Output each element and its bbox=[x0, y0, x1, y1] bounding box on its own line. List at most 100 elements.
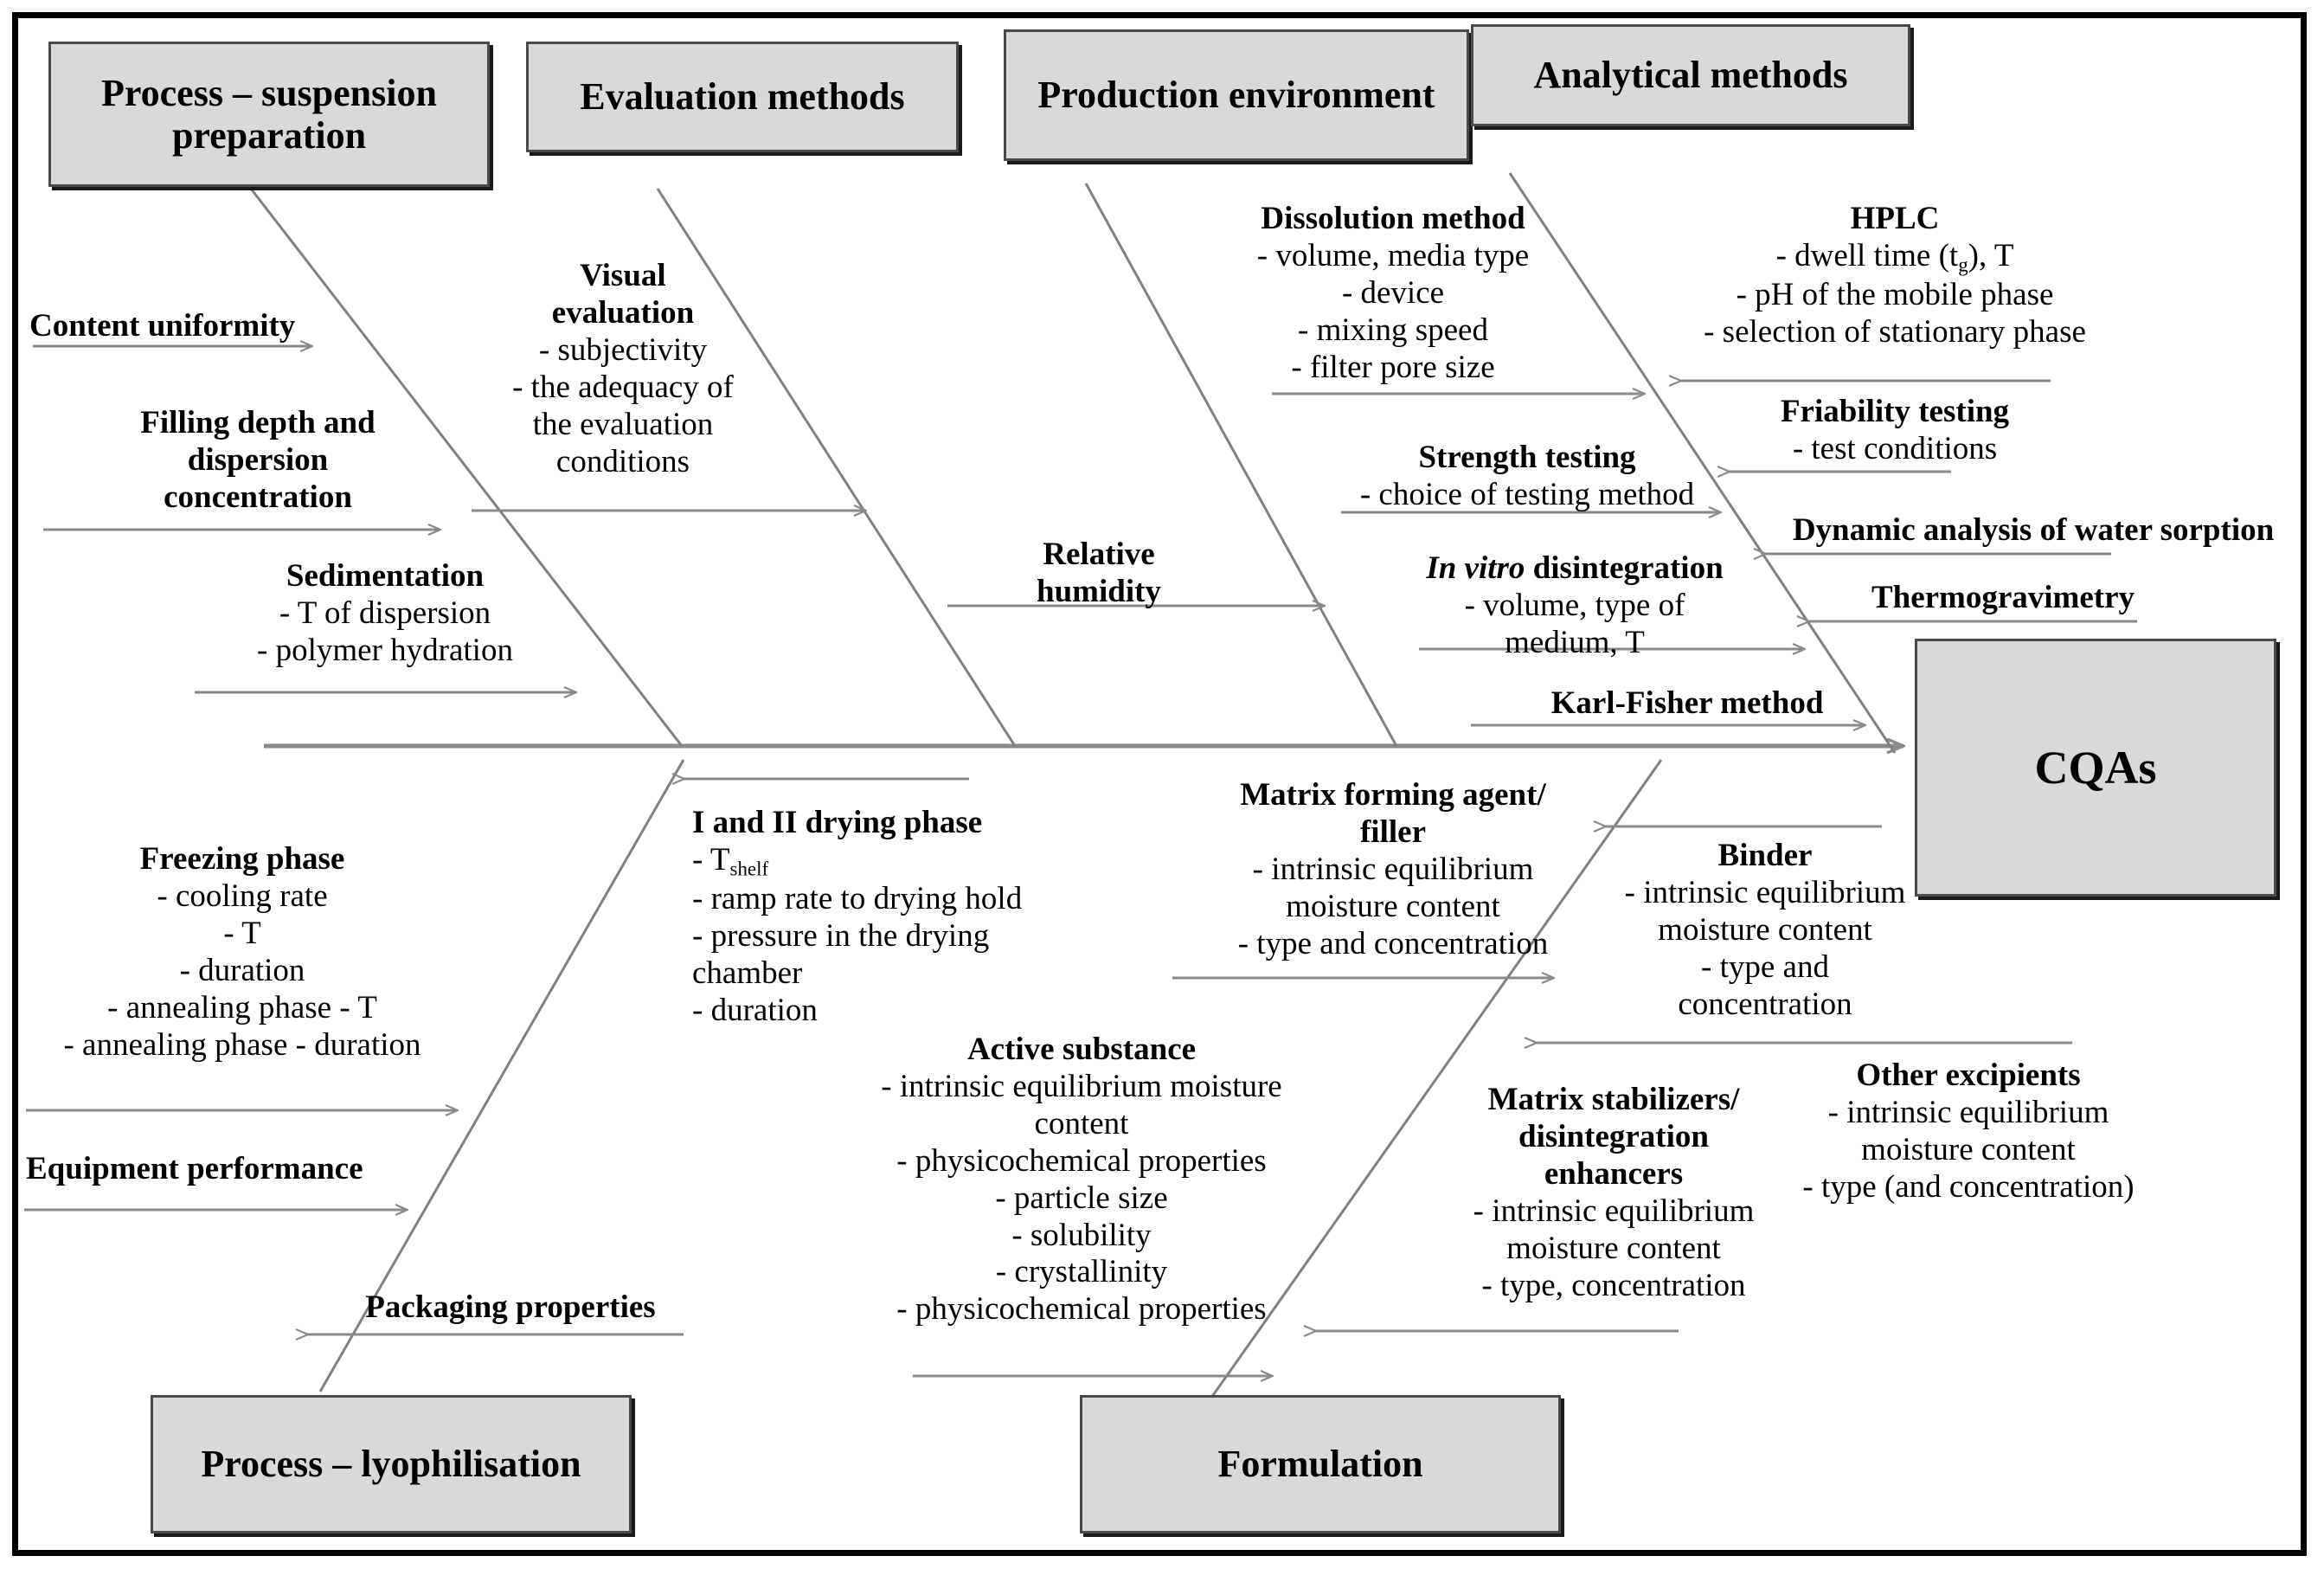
cause-dynamic-water-sorption: Dynamic analysis of water sorption bbox=[1756, 512, 2310, 550]
cause-line-drying-phase-2: chamber bbox=[692, 955, 803, 991]
cause-line-binder-2: - type and bbox=[1701, 948, 1829, 985]
cause-head-visual-evaluation-l2: evaluation bbox=[551, 294, 695, 331]
cause-head-hplc: HPLC bbox=[1850, 201, 1940, 236]
category-box-analytical-methods[interactable]: Analytical methods bbox=[1471, 24, 1910, 126]
cause-hplc-dwell-post: ), T bbox=[1968, 237, 2014, 273]
cause-head-matrix-stabilizers-l2: disintegration bbox=[1518, 1118, 1709, 1154]
cause-line-other-excipients-1: moisture content bbox=[1861, 1131, 2076, 1167]
cause-line-matrix-forming-agent-0: - intrinsic equilibrium bbox=[1252, 851, 1534, 887]
cause-line-sedimentation-0: - T of dispersion bbox=[279, 595, 491, 631]
cause-line-active-substance-4: - solubility bbox=[1011, 1217, 1152, 1253]
cause-line-other-excipients-0: - intrinsic equilibrium bbox=[1827, 1094, 2109, 1130]
cause-line-active-substance-3: - particle size bbox=[995, 1180, 1168, 1216]
cause-hplc: HPLC - dwell time (tg), T - pH of the mo… bbox=[1679, 201, 2111, 351]
cause-head-equipment-performance: Equipment performance bbox=[26, 1151, 363, 1186]
cause-head-other-excipients: Other excipients bbox=[1856, 1058, 2081, 1093]
cause-line-binder-0: - intrinsic equilibrium bbox=[1624, 874, 1906, 910]
category-box-production-environment[interactable]: Production environment bbox=[1004, 29, 1469, 161]
cause-head-filling-depth-l1: Filling depth and bbox=[140, 405, 376, 440]
cause-visual-evaluation: Visual evaluation - subjectivity - the a… bbox=[480, 258, 766, 480]
category-box-evaluation-methods[interactable]: Evaluation methods bbox=[526, 42, 959, 152]
cause-head-packaging-properties: Packaging properties bbox=[365, 1289, 656, 1325]
cause-head-relative-humidity-l2: humidity bbox=[1037, 573, 1161, 609]
cause-head-matrix-stabilizers-l1: Matrix stabilizers/ bbox=[1487, 1082, 1740, 1117]
cause-line-active-substance-5: - crystallinity bbox=[995, 1254, 1168, 1290]
cause-line-drying-phase-tshelf: - Tshelf bbox=[692, 842, 1056, 881]
cause-line-freezing-phase-3: - annealing phase - T bbox=[107, 989, 377, 1025]
cause-head-active-substance: Active substance bbox=[966, 1032, 1197, 1067]
cause-line-other-excipients-2: - type (and concentration) bbox=[1802, 1168, 2135, 1205]
cause-line-strength-testing-0: - choice of testing method bbox=[1359, 476, 1695, 512]
cause-friability-testing: Friability testing - test conditions bbox=[1726, 394, 2064, 468]
cause-head-strength-testing: Strength testing bbox=[1418, 440, 1636, 475]
category-box-process-lyophilisation[interactable]: Process – lyophilisation bbox=[151, 1395, 632, 1533]
cause-line-sedimentation-1: - polymer hydration bbox=[257, 632, 513, 668]
cause-line-visual-evaluation-0: - subjectivity bbox=[538, 331, 708, 368]
cause-line-dissolution-method-2: - mixing speed bbox=[1298, 312, 1488, 348]
cause-sedimentation: Sedimentation - T of dispersion - polyme… bbox=[212, 558, 558, 670]
cause-karl-fisher: Karl-Fisher method bbox=[1505, 685, 1869, 723]
cause-head-content-uniformity: Content uniformity bbox=[29, 308, 296, 344]
cause-line-visual-evaluation-2: the evaluation bbox=[532, 406, 714, 442]
cause-head-in-vitro-disintegration: In vitro disintegration bbox=[1393, 550, 1756, 588]
cause-line-freezing-phase-2: - duration bbox=[179, 952, 305, 988]
cause-dissolution-method: Dissolution method - volume, media type … bbox=[1211, 201, 1575, 387]
category-label-formulation: Formulation bbox=[1217, 1443, 1423, 1486]
cause-head-karl-fisher: Karl-Fisher method bbox=[1550, 685, 1824, 721]
cause-head-thermogravimetry: Thermogravimetry bbox=[1871, 580, 2135, 615]
cause-line-matrix-stabilizers-2: - type, concentration bbox=[1481, 1267, 1746, 1303]
cause-line-active-substance-1: content bbox=[1034, 1105, 1129, 1141]
cause-equipment-performance: Equipment performance bbox=[26, 1151, 424, 1188]
cause-drying-phase: I and II drying phase - Tshelf - ramp ra… bbox=[692, 805, 1056, 1030]
cause-head-dissolution-method: Dissolution method bbox=[1261, 201, 1525, 236]
cause-head-matrix-forming-agent-l2: filler bbox=[1359, 813, 1426, 850]
cause-active-substance: Active substance - intrinsic equilibrium… bbox=[852, 1032, 1311, 1328]
cause-head-freezing-phase: Freezing phase bbox=[139, 841, 345, 877]
cause-drying-tshelf-sub: shelf bbox=[729, 858, 769, 880]
cause-line-active-substance-2: - physicochemical properties bbox=[896, 1142, 1267, 1179]
cause-other-excipients: Other excipients - intrinsic equilibrium… bbox=[1765, 1058, 2172, 1206]
cause-head-relative-humidity-l1: Relative bbox=[1043, 537, 1155, 572]
category-label-evaluation-methods: Evaluation methods bbox=[580, 75, 905, 119]
cause-binder: Binder - intrinsic equilibrium moisture … bbox=[1596, 838, 1934, 1024]
cause-head-filling-depth-l2: dispersion bbox=[187, 441, 329, 478]
category-label-process-suspension-preparation: Process – suspension preparation bbox=[101, 71, 437, 157]
cause-head-drying-phase: I and II drying phase bbox=[692, 805, 983, 840]
cause-head-in-vitro-rest: disintegration bbox=[1525, 550, 1724, 586]
cause-head-sedimentation: Sedimentation bbox=[286, 558, 485, 594]
cause-hplc-dwell-sub: g bbox=[1958, 254, 1968, 276]
cause-line-matrix-stabilizers-1: moisture content bbox=[1506, 1230, 1721, 1266]
category-label-production-environment: Production environment bbox=[1037, 74, 1435, 117]
cause-line-hplc-dwell-time: - dwell time (tg), T bbox=[1679, 238, 2111, 277]
category-label-process-lyophilisation: Process – lyophilisation bbox=[201, 1443, 581, 1486]
cause-line-drying-phase-3: - duration bbox=[692, 992, 818, 1028]
cause-line-freezing-phase-0: - cooling rate bbox=[157, 878, 328, 914]
cause-drying-tshelf-pre: - T bbox=[692, 841, 730, 878]
cause-line-freezing-phase-4: - annealing phase - duration bbox=[63, 1026, 421, 1063]
cause-head-visual-evaluation-l1: Visual bbox=[580, 258, 666, 293]
cause-line-drying-phase-1: - pressure in the drying bbox=[692, 917, 990, 954]
cause-line-active-substance-6: - physicochemical properties bbox=[896, 1291, 1267, 1328]
cause-line-binder-3: concentration bbox=[1678, 986, 1852, 1022]
category-box-formulation[interactable]: Formulation bbox=[1080, 1395, 1561, 1533]
effect-box-cqas[interactable]: CQAs bbox=[1915, 639, 2276, 897]
cause-line-visual-evaluation-3: conditions bbox=[555, 443, 690, 479]
cause-thermogravimetry: Thermogravimetry bbox=[1800, 580, 2206, 617]
cause-line-hplc-1: - selection of stationary phase bbox=[1704, 313, 2086, 350]
cause-line-in-vitro-1: medium, T bbox=[1505, 624, 1645, 660]
cause-line-in-vitro-0: - volume, type of bbox=[1464, 587, 1685, 623]
cause-line-hplc-0: - pH of the mobile phase bbox=[1736, 276, 2054, 312]
cause-line-active-substance-0: - intrinsic equilibrium moisture bbox=[881, 1068, 1282, 1104]
cause-filling-depth: Filling depth and dispersion concentrati… bbox=[85, 405, 431, 517]
cause-packaging-properties: Packaging properties bbox=[346, 1289, 675, 1327]
cause-line-matrix-stabilizers-0: - intrinsic equilibrium bbox=[1473, 1193, 1755, 1229]
cause-head-binder: Binder bbox=[1717, 838, 1813, 873]
category-box-process-suspension-preparation[interactable]: Process – suspension preparation bbox=[48, 42, 490, 187]
cause-line-binder-1: moisture content bbox=[1658, 911, 1872, 948]
cause-line-dissolution-method-1: - device bbox=[1341, 274, 1445, 311]
category-label-analytical-methods: Analytical methods bbox=[1533, 54, 1848, 97]
cause-relative-humidity: Relative humidity bbox=[982, 537, 1216, 611]
cause-matrix-stabilizers: Matrix stabilizers/ disintegration enhan… bbox=[1441, 1082, 1787, 1304]
cause-strength-testing: Strength testing - choice of testing met… bbox=[1332, 440, 1722, 514]
